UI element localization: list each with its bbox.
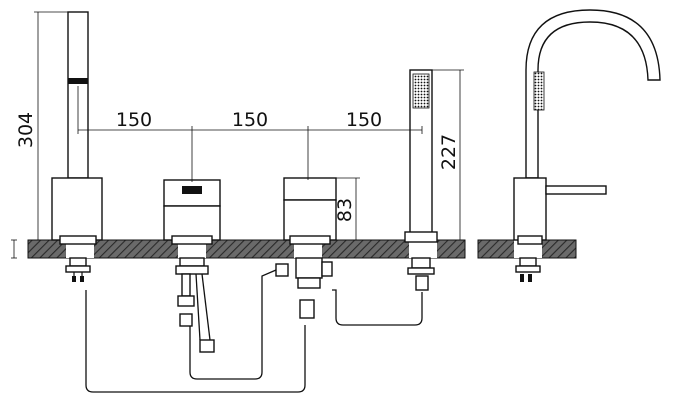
dimension-spacing: 150 150 150 — [77, 86, 423, 182]
dimension-83: 83 — [334, 177, 360, 241]
dimension-150-a: 150 — [116, 109, 152, 131]
valve-left — [163, 179, 221, 353]
dimension-304-label: 304 — [15, 112, 37, 148]
thickness-marker — [11, 239, 17, 259]
valve-right — [275, 177, 337, 319]
spout-front — [51, 11, 103, 282]
dimension-83-label: 83 — [334, 198, 356, 222]
spout-side — [513, 9, 661, 282]
dimension-227-label: 227 — [438, 134, 460, 170]
dimension-150-c: 150 — [346, 109, 382, 131]
hose-lines — [85, 269, 423, 393]
dimension-227: 227 — [432, 69, 464, 241]
dimension-304: 304 — [15, 11, 70, 241]
handshower-front — [404, 69, 438, 291]
dimension-150-b: 150 — [232, 109, 268, 131]
